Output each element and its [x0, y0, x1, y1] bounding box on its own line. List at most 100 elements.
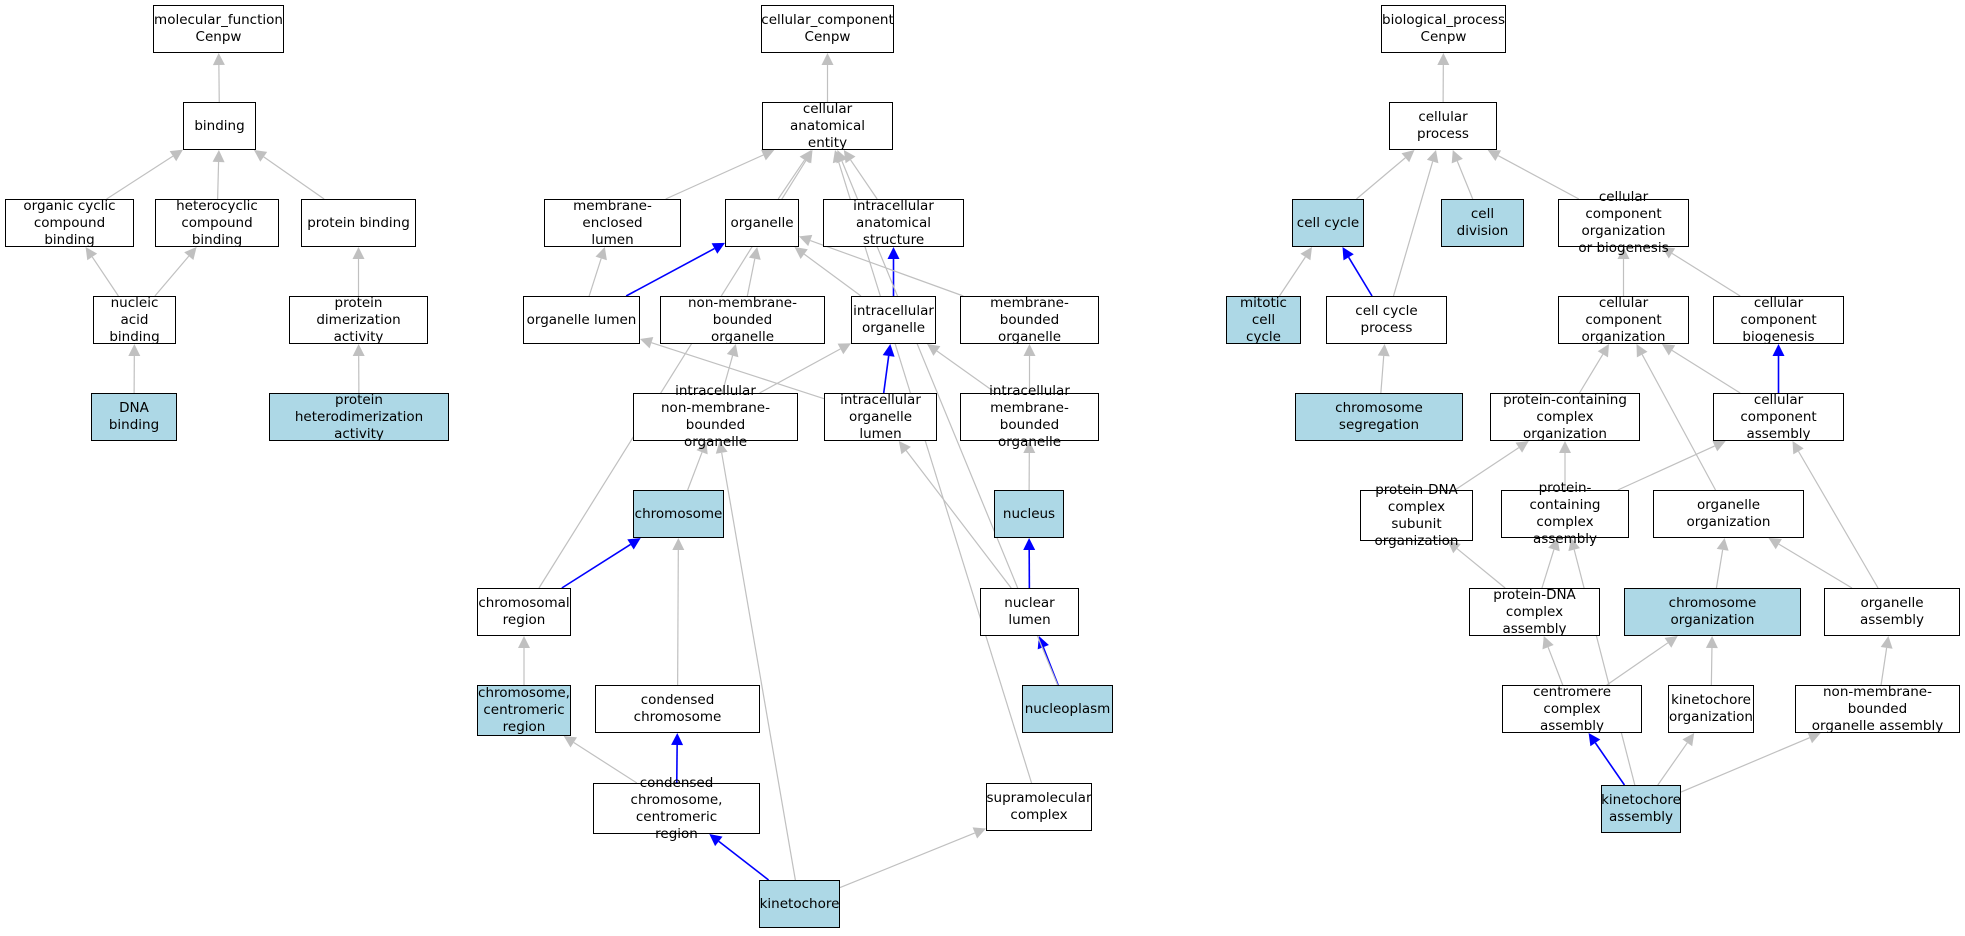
edge-supramolecular_complex-to-cae — [837, 161, 1033, 784]
node-cellular-component-biogenesis[interactable]: cellular component biogenesis — [1713, 295, 1844, 345]
node-protein-dna-complex-assembly[interactable]: protein-DNA complex assembly — [1469, 587, 1600, 637]
node-protein-binding[interactable]: protein binding — [301, 199, 416, 247]
node-mitotic-cell-cycle[interactable]: mitotic cell cycle — [1226, 295, 1301, 345]
edge-arrowhead — [1300, 247, 1312, 261]
edge-arrowhead — [1792, 441, 1804, 455]
node-heterocyclic-compound-binding[interactable]: heterocyclic compound binding — [155, 198, 279, 248]
edge-arrowhead — [1705, 636, 1718, 649]
node-centromere-complex-assembly[interactable]: centromere complex assembly — [1502, 684, 1642, 734]
edge-protein_binding-to-binding — [263, 156, 325, 200]
edge-kinetochore_assembly-to-kinetochore_organization — [1657, 742, 1688, 786]
edge-arrowhead — [1515, 441, 1529, 453]
node-nuclear-lumen[interactable]: nuclear lumen — [980, 588, 1079, 636]
edge-arrowhead — [1023, 538, 1036, 550]
edge-cc_biogenesis-to-cc_org_or_bio — [1671, 252, 1741, 297]
node-nucleoplasm[interactable]: nucleoplasm — [1022, 685, 1113, 733]
edge-intra_non_membrane-to-non_membrane_bounded — [721, 355, 734, 394]
node-cellular-component-assembly[interactable]: cellular component assembly — [1713, 392, 1844, 442]
node-kinetochore-assembly[interactable]: kinetochore assembly — [1601, 785, 1681, 833]
node-membrane-bounded-organelle[interactable]: membrane-bounded organelle — [960, 295, 1099, 345]
edge-arrowhead — [1768, 538, 1782, 550]
edge-organelle_assembly-to-organelle_organization — [1778, 543, 1853, 589]
edge-arrowhead — [1617, 247, 1630, 259]
edge-arrowhead — [1487, 150, 1502, 161]
node-organelle-lumen[interactable]: organelle lumen — [523, 296, 640, 344]
node-intracellular-anatomical-structure[interactable]: intracellular anatomical structure — [823, 198, 964, 248]
edge-mitotic_cell_cycle-to-cell_cycle — [1278, 256, 1306, 297]
node-kinetochore[interactable]: kinetochore — [759, 880, 840, 928]
node-chromosome-organization[interactable]: chromosome organization — [1624, 588, 1801, 636]
edge-arrowhead — [1661, 247, 1676, 259]
node-protein-containing-complex-organization[interactable]: protein-containing complex organization — [1490, 392, 1640, 442]
node-organelle-organization[interactable]: organelle organization — [1653, 490, 1804, 538]
edge-arrowhead — [184, 247, 197, 260]
edge-organelle_organization-to-cc_organization — [1641, 354, 1717, 491]
node-cell-cycle-process[interactable]: cell cycle process — [1326, 296, 1447, 344]
node-molecular-function-root[interactable]: molecular_function Cenpw — [153, 5, 284, 53]
node-cellular-component-root[interactable]: cellular_component Cenpw — [761, 5, 894, 53]
node-cellular-process[interactable]: cellular process — [1389, 102, 1497, 150]
node-cell-division[interactable]: cell division — [1441, 199, 1524, 247]
node-cellular-component-organization-or-biogenesis[interactable]: cellular component organization or bioge… — [1558, 189, 1689, 256]
edge-heterocyclic-to-binding — [217, 161, 220, 200]
node-chromosome[interactable]: chromosome — [633, 490, 724, 538]
node-intracellular-organelle-lumen[interactable]: intracellular organelle lumen — [824, 392, 937, 442]
node-intracellular-membrane-bounded-organelle[interactable]: intracellular membrane-bounded organelle — [960, 383, 1099, 450]
edge-arrowhead — [1712, 440, 1726, 452]
edge-arrowhead — [671, 733, 684, 746]
node-membrane-enclosed-lumen[interactable]: membrane-enclosed lumen — [544, 198, 681, 248]
node-condensed-chromosome-centromeric-region[interactable]: condensed chromosome, centromeric region — [593, 775, 760, 842]
edge-non_membrane_bounded-to-organelle — [746, 258, 756, 297]
edge-protein_dna_assembly-to-protein_dna_subunit — [1456, 548, 1506, 589]
node-binding[interactable]: binding — [183, 102, 256, 150]
edge-arrowhead — [726, 344, 739, 358]
node-organelle[interactable]: organelle — [725, 199, 799, 247]
edge-arrowhead — [85, 247, 98, 261]
edge-arrowhead — [760, 149, 775, 161]
edge-protein_dna_assembly-to-protein_complex_assembly — [1541, 549, 1555, 589]
edge-membrane_bounded-to-organelle — [810, 239, 964, 297]
edge-protein_dna_subunit-to-protein_complex_org — [1454, 447, 1520, 491]
edge-protein_complex_assembly-to-cc_assembly — [1617, 445, 1715, 491]
node-biological-process-root[interactable]: biological_process Cenpw — [1381, 5, 1506, 53]
node-protein-dimerization-activity[interactable]: protein dimerization activity — [289, 295, 428, 345]
node-cellular-anatomical-entity[interactable]: cellular anatomical entity — [762, 101, 893, 151]
node-protein-dna-complex-subunit-organization[interactable]: protein-DNA complex subunit organization — [1360, 482, 1473, 549]
edge-arrowhead — [518, 636, 530, 648]
edge-arrowhead — [1588, 733, 1601, 747]
edge-arrowhead — [1664, 636, 1678, 648]
node-protein-containing-complex-assembly[interactable]: protein-containing complex assembly — [1501, 480, 1629, 547]
node-chromosome-segregation[interactable]: chromosome segregation — [1295, 393, 1463, 441]
node-dna-binding[interactable]: DNA binding — [91, 393, 177, 441]
node-non-membrane-bounded-organelle[interactable]: non-membrane-bounded organelle — [660, 295, 825, 345]
node-nucleus[interactable]: nucleus — [994, 490, 1064, 538]
edge-arrowhead — [253, 150, 268, 162]
node-nucleic-acid-binding[interactable]: nucleic acid binding — [93, 295, 176, 345]
node-organelle-assembly[interactable]: organelle assembly — [1824, 588, 1960, 636]
edge-intracellular_organelle-to-organelle — [803, 253, 862, 297]
edge-kinetochore-to-supramolecular_complex — [839, 832, 976, 889]
edge-arrowhead — [1377, 344, 1390, 357]
edge-kinetochore_assembly-to-protein_complex_assembly — [1573, 549, 1636, 786]
node-cell-cycle[interactable]: cell cycle — [1292, 199, 1364, 247]
node-organic-cyclic-compound-binding[interactable]: organic cyclic compound binding — [5, 198, 134, 248]
edge-cc_assembly-to-cc_organization — [1671, 349, 1741, 394]
node-protein-heterodimerization-activity[interactable]: protein heterodimerization activity — [269, 392, 449, 442]
edge-intra_organelle_lumen-to-organelle_lumen — [651, 342, 825, 400]
edge-nuclear_lumen-to-intra_organelle_lumen — [905, 450, 1012, 589]
node-supramolecular-complex[interactable]: supramolecular complex — [986, 783, 1092, 831]
node-kinetochore-organization[interactable]: kinetochore organization — [1668, 685, 1754, 733]
edge-arrowhead — [1023, 344, 1036, 356]
edge-centromere_complex_assembly-to-protein_dna_assembly — [1547, 646, 1564, 686]
edge-organelle-to-cae — [777, 159, 806, 200]
node-cellular-component-organization[interactable]: cellular component organization — [1558, 295, 1689, 345]
node-non-membrane-bounded-organelle-assembly[interactable]: non-membrane-bounded organelle assembly — [1795, 684, 1960, 734]
edge-organic_cyclic-to-binding — [106, 155, 174, 200]
edge-arrowhead — [169, 149, 183, 162]
node-chromosomal-region[interactable]: chromosomal region — [477, 588, 571, 636]
node-intracellular-organelle[interactable]: intracellular organelle — [851, 296, 936, 344]
node-intracellular-non-membrane-bounded-organelle[interactable]: intracellular non-membrane-bounded organ… — [633, 383, 798, 450]
node-chromosome-centromeric-region[interactable]: chromosome, centromeric region — [477, 685, 571, 736]
edge-protein_complex_org-to-cc_organization — [1578, 353, 1604, 394]
node-condensed-chromosome[interactable]: condensed chromosome — [595, 685, 760, 733]
